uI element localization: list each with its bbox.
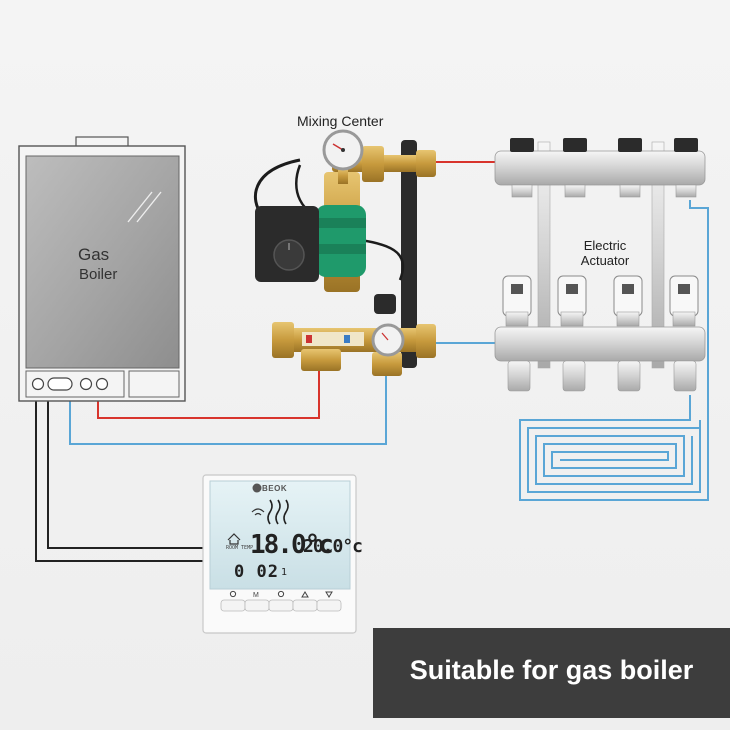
boiler-knob-icon xyxy=(79,377,93,391)
cold-return-pipe xyxy=(69,370,387,445)
boiler-gas-label: Gas xyxy=(78,245,110,264)
floor-heating-loop xyxy=(519,200,709,501)
lcd-set-temp: 20.0°c xyxy=(303,536,363,557)
manifold-top-caps xyxy=(510,138,698,198)
manifold-bottom-fittings xyxy=(507,360,697,392)
boiler-word-label: Boiler xyxy=(79,266,118,283)
power-button[interactable] xyxy=(220,599,246,612)
down-button[interactable] xyxy=(316,599,342,612)
boiler-knob-icon xyxy=(95,377,109,391)
lcd-mode-text: ROOM TEMP xyxy=(226,545,254,551)
down-icon xyxy=(325,591,333,598)
caption-banner xyxy=(373,628,730,718)
pipes xyxy=(35,161,709,562)
mode-button[interactable] xyxy=(244,599,270,612)
thermostat-buttons: M xyxy=(220,590,342,612)
up-icon xyxy=(301,591,309,598)
mode-icon: M xyxy=(253,592,259,599)
pump-dial-icon xyxy=(273,239,305,271)
boiler-knob-icon xyxy=(31,377,45,391)
brand-logo-icon xyxy=(252,483,262,493)
up-button[interactable] xyxy=(292,599,318,612)
mixing-center xyxy=(253,129,436,376)
lcd-room-temp: 18.0°c xyxy=(250,530,334,560)
gas-boiler xyxy=(18,136,186,402)
electric-actuators xyxy=(502,275,699,327)
thermostat-wire-1 xyxy=(35,400,208,562)
thermostat-brand: BEOK xyxy=(262,484,288,493)
thermostat: M xyxy=(202,474,357,634)
manifold-bottom-bar xyxy=(494,326,706,362)
thermostat-wire-2 xyxy=(47,400,208,549)
electric-actuator-label: Electric Actuator xyxy=(580,238,630,268)
manifold-top-bar xyxy=(494,150,706,186)
heating-waves-icon xyxy=(267,499,289,525)
home-icon xyxy=(227,533,241,545)
clock-icon xyxy=(277,590,285,598)
boiler-display-icon xyxy=(47,377,73,391)
lcd-day: 1 xyxy=(281,567,288,578)
wifi-icon xyxy=(251,508,265,516)
caption-banner-text: Suitable for gas boiler xyxy=(409,655,694,685)
clock-button[interactable] xyxy=(268,599,294,612)
manifold xyxy=(494,138,706,392)
lcd-clock: 0 02 xyxy=(234,562,279,582)
mixing-center-label: Mixing Center xyxy=(297,113,384,129)
power-icon xyxy=(229,590,237,598)
